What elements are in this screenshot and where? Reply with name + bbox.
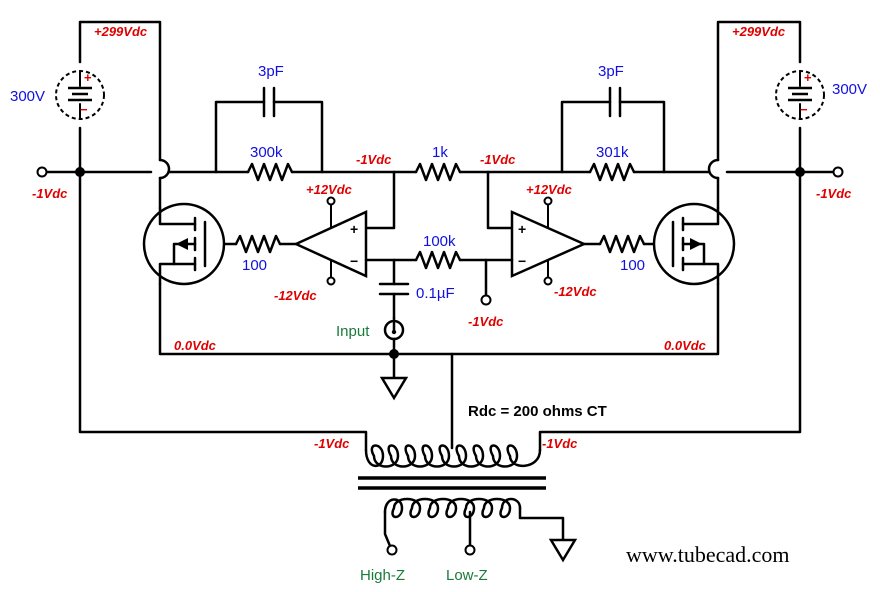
svg-text:+: + [84,70,92,85]
right-feedback-resistor-label: 301k [596,144,629,161]
transformer-primary [364,444,542,468]
left-feedback-resistor-label: 300k [250,144,283,161]
right-battery-symbol: + − [775,70,825,120]
coupling-capacitor [378,258,410,320]
left-3pf-capacitor [214,86,324,174]
right-cap-label: 3pF [598,63,624,80]
right-opamp: + − [510,196,588,286]
bridge-resistor-label: 1k [432,144,448,161]
lower-input-line [364,250,514,306]
right-supply-rail [707,20,802,210]
input-label: Input [336,323,370,340]
right-opamp-plus: + [518,221,526,237]
right-summing-wire [486,170,514,230]
left-summing-node-label: -1Vdc [356,152,392,167]
left-input-node-label: -1Vdc [32,186,68,201]
transformer-secondary [383,497,565,556]
left-opamp-plus: + [350,221,358,237]
left-opamp: + − [292,196,368,286]
right-gate-resistor-label: 100 [620,257,645,274]
left-opamp-vneg-label: -12Vdc [274,288,317,303]
low-z-label: Low-Z [446,567,488,584]
watermark: www.tubecad.com [626,542,790,567]
source-line [158,282,720,450]
left-xfmr-feed [78,170,368,452]
right-supply-label: 300V [832,81,867,98]
right-3pf-capacitor [560,86,666,174]
right-opamp-vpos-label: +12Vdc [526,182,573,197]
left-rail-voltage: +299Vdc [94,24,148,39]
xfmr-right-node-label: -1Vdc [542,436,578,451]
rdc-label: Rdc = 200 ohms CT [468,403,607,420]
left-source-label: 0.0Vdc [174,338,217,353]
ground-icon [379,376,409,401]
right-rail-voltage: +299Vdc [732,24,786,39]
right-opamp-vneg-label: -12Vdc [554,284,597,299]
high-z-label: High-Z [360,567,405,584]
left-main-line [36,162,844,182]
right-source-label: 0.0Vdc [664,338,707,353]
coupling-cap-label: 0.1µF [416,285,455,302]
svg-text:−: − [80,102,88,117]
svg-text:−: − [800,102,808,117]
right-mosfet [652,202,736,286]
left-battery-symbol: + − [55,70,105,120]
secondary-ground-icon [548,538,578,563]
xfmr-left-node-label: -1Vdc [314,436,350,451]
ground-junction-dot [389,349,399,359]
input-jack-icon [383,316,405,341]
lower-resistor-label: 100k [423,233,456,250]
right-summing-node-label: -1Vdc [480,152,516,167]
left-supply-label: 300V [10,88,45,105]
left-mosfet [142,202,226,286]
bias-node-label: -1Vdc [468,314,504,329]
transformer-core [358,476,546,490]
right-xfmr-feed [538,170,802,452]
left-supply-rail [78,20,171,210]
left-summing-wire [364,170,396,230]
left-cap-label: 3pF [258,63,284,80]
right-input-node-label: -1Vdc [816,186,852,201]
left-opamp-minus: − [350,253,358,269]
left-gate-resistor-label: 100 [242,257,267,274]
left-opamp-vpos-label: +12Vdc [306,182,353,197]
svg-text:+: + [804,70,812,85]
right-opamp-minus: − [518,253,526,269]
